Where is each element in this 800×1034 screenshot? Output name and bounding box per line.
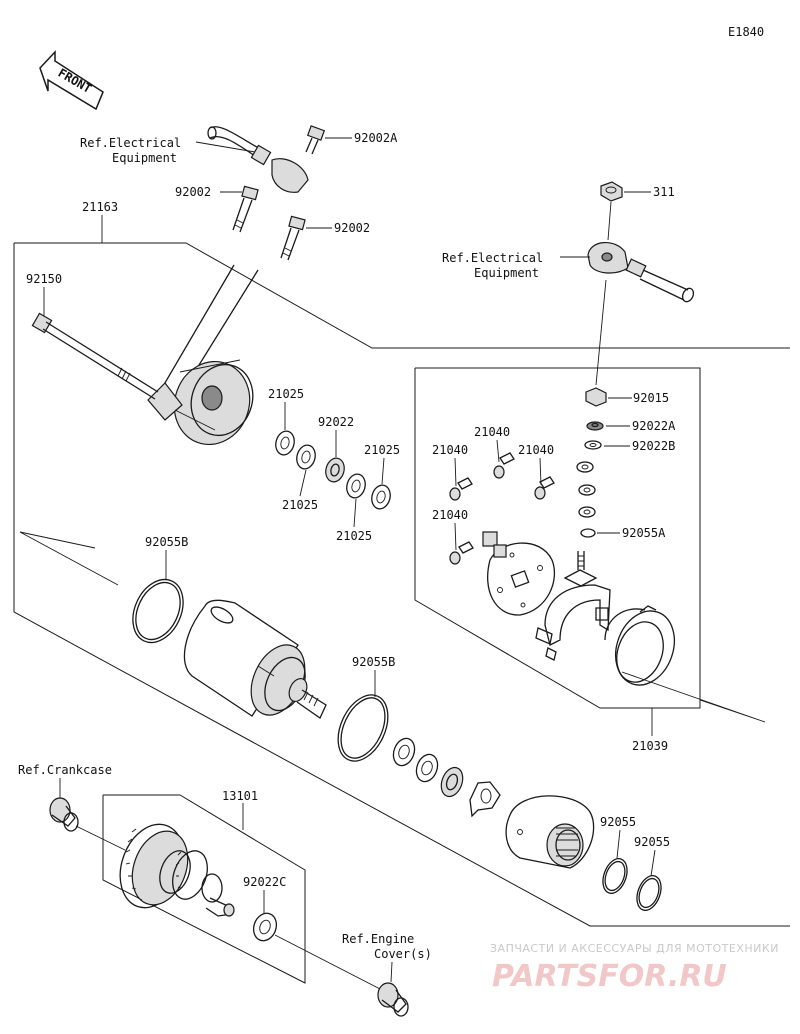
label-92002A: 92002A <box>354 131 398 145</box>
label-21040-d: 21040 <box>432 508 468 522</box>
washer-21025-b <box>296 444 316 470</box>
label-92022C: 92022C <box>243 875 286 889</box>
diagram-id: E1840 <box>728 25 764 39</box>
label-92015: 92015 <box>633 391 669 405</box>
ref-electrical-2-line2: Equipment <box>474 266 539 280</box>
label-92022A: 92022A <box>632 419 676 433</box>
frame-13101 <box>102 794 306 984</box>
ref-crankcase: Ref.Crankcase <box>18 763 112 777</box>
label-21025-d: 21025 <box>364 443 400 457</box>
watermark-tagline: ЗАПЧАСТИ И АКСЕССУАРЫ ДЛЯ МОТОТЕХНИКИ <box>490 942 779 955</box>
label-311: 311 <box>653 185 675 199</box>
frame-21163-top <box>14 242 790 349</box>
nut-311 <box>600 181 623 202</box>
label-21040-b: 21040 <box>432 443 468 457</box>
electrical-cable-right <box>587 242 695 303</box>
washer-92022 <box>325 457 345 483</box>
label-21025-c: 21025 <box>336 529 372 543</box>
starter-yoke <box>183 599 327 719</box>
label-21025-b: 21025 <box>282 498 318 512</box>
shim-washers <box>392 737 501 818</box>
front-arrow-icon: FRONT <box>39 50 104 111</box>
ref-electrical-1-line2: Equipment <box>112 151 177 165</box>
label-21163: 21163 <box>82 200 118 214</box>
washer-92022C <box>252 912 278 942</box>
electrical-cable-left <box>207 126 309 193</box>
ref-engine-cover-line2: Cover(s) <box>374 947 432 961</box>
bolt-92002-left <box>232 185 259 233</box>
ref-electrical-2-line1: Ref.Electrical <box>442 251 543 265</box>
frame-21163-left <box>13 243 790 927</box>
label-21040-c: 21040 <box>518 443 554 457</box>
oring-92055-a <box>602 858 628 894</box>
label-92055A: 92055A <box>622 526 666 540</box>
starter-end-cover <box>147 264 259 446</box>
label-92150: 92150 <box>26 272 62 286</box>
yoke-ring <box>604 605 675 686</box>
bushing-engine-cover <box>377 982 409 1017</box>
terminal-bracket <box>535 551 611 661</box>
label-92055-a: 92055 <box>600 815 636 829</box>
bolt-92002-right <box>280 215 306 261</box>
brush-21040-d <box>449 541 474 565</box>
label-21040-a: 21040 <box>474 425 510 439</box>
oring-92055B-a <box>132 578 184 644</box>
bolt-92150 <box>31 312 159 400</box>
washer-92022B <box>584 440 602 450</box>
label-92022B: 92022B <box>632 439 675 453</box>
bushing-crankcase <box>49 797 79 832</box>
washer-21025-a <box>275 430 295 456</box>
label-92055B-a: 92055B <box>145 535 188 549</box>
brush-21040-b <box>449 477 473 501</box>
label-92055B-b: 92055B <box>352 655 395 669</box>
brush-holder-plate <box>482 531 556 616</box>
oring-92055A <box>580 528 596 538</box>
label-92055-b: 92055 <box>634 835 670 849</box>
washer-21025-d <box>371 484 391 510</box>
oring-92055B-b <box>337 694 389 762</box>
oring-92055-b <box>636 875 662 911</box>
bolt-92002A <box>305 125 326 155</box>
watermark-brand: PARTSFOR.RU <box>492 959 727 994</box>
washer-21025-c <box>346 473 366 499</box>
ref-electrical-1-line1: Ref.Electrical <box>80 136 181 150</box>
starter-clutch-gear <box>119 823 235 917</box>
label-92022: 92022 <box>318 415 354 429</box>
starter-front-cover <box>505 795 595 869</box>
frame-21039 <box>414 367 701 709</box>
brush-21040-c <box>534 476 555 500</box>
label-92002-right: 92002 <box>334 221 370 235</box>
label-92002-left: 92002 <box>175 185 211 199</box>
brush-21040-a <box>493 452 515 479</box>
insulator-stack <box>576 461 596 518</box>
washer-92022A <box>586 421 604 431</box>
label-21039: 21039 <box>632 739 668 753</box>
nut-92015 <box>585 387 607 407</box>
label-21025-a: 21025 <box>268 387 304 401</box>
ref-engine-cover-line1: Ref.Engine <box>342 932 414 946</box>
label-13101: 13101 <box>222 789 258 803</box>
